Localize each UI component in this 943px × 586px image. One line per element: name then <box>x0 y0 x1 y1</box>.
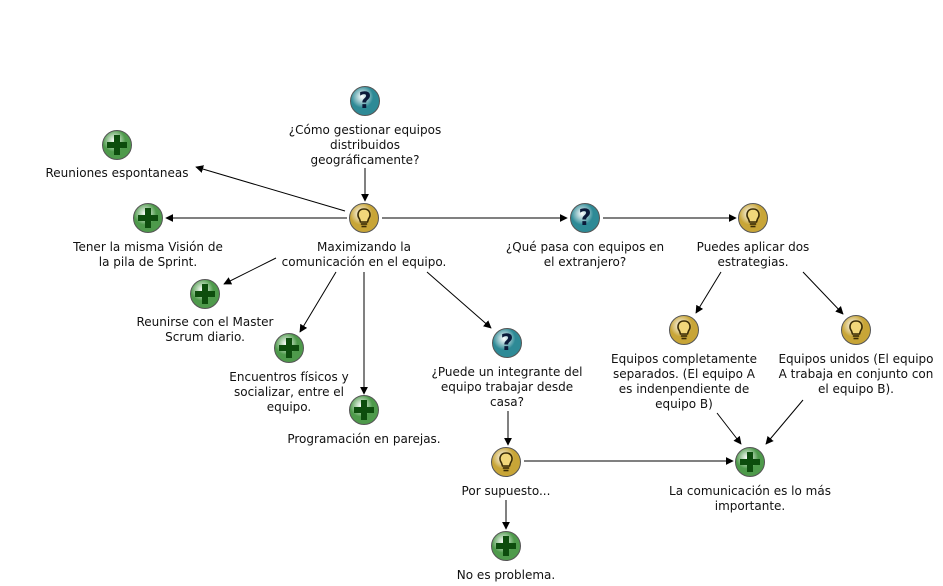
plus-icon[interactable] <box>132 202 164 234</box>
node-label-idea-estrategias[interactable]: Puedes aplicar dos estrategias. <box>696 240 810 269</box>
edge-idea_unidos-to-pro_comunicacion <box>765 399 804 445</box>
node-label-idea-supuesto[interactable]: Por supuesto... <box>461 484 551 498</box>
node-label-pro-vision[interactable]: Tener la misma Visión de la pila de Spri… <box>73 240 223 269</box>
plus-icon[interactable] <box>189 278 221 310</box>
lightbulb-icon[interactable] <box>840 314 872 346</box>
svg-text:?: ? <box>501 331 514 356</box>
node-label-pro-comunicacion[interactable]: La comunicación es lo más importante. <box>669 484 831 513</box>
question-mark-icon[interactable]: ? <box>349 85 381 117</box>
question-mark-icon[interactable]: ? <box>569 202 601 234</box>
node-label-pro-master[interactable]: Reunirse con el Master Scrum diario. <box>136 315 274 344</box>
node-label-pro-reuniones[interactable]: Reuniones espontaneas <box>45 166 189 180</box>
node-label-idea-separados[interactable]: Equipos completamente separados. (El equ… <box>611 352 757 411</box>
node-label-idea-maximizando[interactable]: Maximizando la comunicación en el equipo… <box>281 240 447 269</box>
node-label-q-gestionar[interactable]: ¿Cómo gestionar equipos distribuidos geo… <box>288 123 442 167</box>
plus-icon[interactable] <box>734 446 766 478</box>
node-label-q-casa[interactable]: ¿Puede un integrante del equipo trabajar… <box>431 365 583 409</box>
edge-idea_maximizando-to-pro_encuentros <box>299 271 337 333</box>
svg-text:?: ? <box>359 89 372 114</box>
edge-idea_estrategias-to-idea_unidos <box>802 271 844 315</box>
edge-idea_maximizando-to-q_casa <box>426 271 492 329</box>
edge-idea_maximizando-to-pro_reuniones <box>195 165 346 212</box>
lightbulb-icon[interactable] <box>490 446 522 478</box>
edge-group <box>165 165 844 530</box>
node-label-pro-no-problema[interactable]: No es problema. <box>456 568 556 582</box>
edge-idea_maximizando-to-pro_master <box>223 257 277 285</box>
plus-icon[interactable] <box>273 332 305 364</box>
svg-text:?: ? <box>579 206 592 231</box>
node-label-q-extranjero[interactable]: ¿Qué pasa con equipos en el extranjero? <box>505 240 665 269</box>
plus-icon[interactable] <box>348 394 380 426</box>
node-label-pro-parejas[interactable]: Programación en parejas. <box>287 432 441 446</box>
lightbulb-icon[interactable] <box>737 202 769 234</box>
node-label-idea-unidos[interactable]: Equipos unidos (El equipo A trabaja en c… <box>778 352 934 396</box>
question-mark-icon[interactable]: ? <box>491 327 523 359</box>
plus-icon[interactable] <box>490 530 522 562</box>
lightbulb-icon[interactable] <box>668 314 700 346</box>
edge-idea_separados-to-pro_comunicacion <box>716 412 742 445</box>
lightbulb-icon[interactable] <box>348 202 380 234</box>
node-label-pro-encuentros[interactable]: Encuentros físicos y socializar, entre e… <box>229 370 349 414</box>
plus-icon[interactable] <box>101 129 133 161</box>
edge-idea_estrategias-to-idea_separados <box>695 271 722 314</box>
